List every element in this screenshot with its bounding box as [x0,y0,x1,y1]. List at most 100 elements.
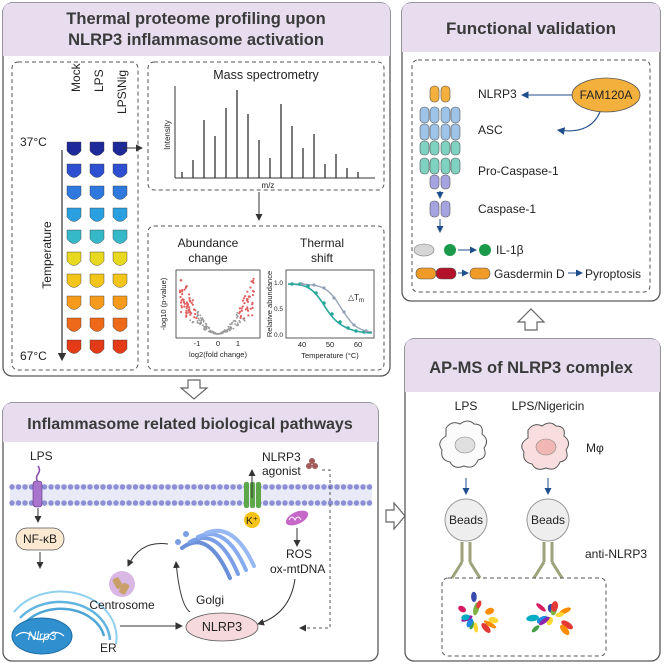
lipid-head-bottom [366,500,373,506]
lipid-head-bottom [80,500,87,506]
antibody-lps-nig [532,542,564,579]
volcano-tick-1: -1 [194,339,201,348]
lipid-head-top [269,484,275,490]
volcano-point [204,326,207,329]
lipid-head-top [204,484,210,490]
volcano-point [238,307,241,310]
volcano-point [247,295,250,298]
lipid-head-bottom [145,500,152,506]
flow-arrow-down [179,379,209,400]
gsdmd-cleaved [469,267,491,280]
tlr4-receptor [32,480,43,508]
volcano-point [239,316,242,319]
melt-ylabel: Relative abundance [265,271,274,337]
volcano-point [185,309,188,312]
volcano-point [228,329,231,332]
lipid-head-top [139,484,145,490]
volcano-point [178,291,182,294]
lipid-head-top [61,484,67,490]
volcano-point [200,319,202,322]
volcano-point [196,321,199,324]
lipid-head-top [9,484,15,490]
volcano-point [189,313,192,316]
lipid-head-top [275,484,282,490]
validation-pyro: Pyroptosis [585,267,641,281]
lipid-head-bottom [22,500,28,506]
volcano-point [188,297,191,300]
volcano-point [238,319,241,322]
protein-blob [551,601,559,612]
volcano-point [183,288,186,291]
melt-xlabel: Temperature (°C) [301,351,359,360]
volcano-point [217,333,220,335]
lipid-head-bottom [347,500,353,506]
lipid-head-top [41,484,48,490]
protein-blob [476,600,482,609]
volcano-point [202,320,205,322]
lipid-head-bottom [197,500,204,506]
mitochondria-icon [285,510,309,526]
apms-lps: LPS [455,399,478,413]
lipid-head-top [321,484,327,490]
lipid-head-top [100,484,106,490]
apms-beads2: Beads [531,513,565,527]
lipid-head-top [262,484,269,490]
volcano-point [185,311,188,314]
lipid-head-bottom [269,500,275,506]
thermal-title-1: Thermal [300,236,344,250]
lipid-head-top [54,484,61,490]
protein-blob [466,618,474,628]
lipid-head-bottom [158,500,165,506]
melt-ytick-1: 0.0 [274,332,283,339]
pathway-nfkb: NF-κB [23,532,57,546]
volcano-point [230,322,233,325]
lipid-head-top [230,484,236,490]
protein-blob [561,620,573,630]
volcano-point [238,312,241,315]
protein-blob [458,605,466,613]
volcano-point [203,325,205,328]
ms-ylabel: Intensity [163,120,172,150]
sample-tube [89,273,105,288]
lipid-head-bottom [184,500,191,506]
il1b-node [479,244,491,256]
lipid-head-bottom [48,500,54,506]
panel-pathways: Inflammasome related biological pathways… [2,402,379,662]
volcano-point [236,322,239,324]
volcano-point [183,305,186,308]
melt-xtick-1: 40 [298,340,306,349]
volcano-point [240,307,243,310]
lipid-head-bottom [126,500,132,506]
volcano-point [241,299,245,302]
lipid-head-top [171,484,178,490]
lipid-head-top [15,484,22,490]
lipid-head-top [236,484,243,490]
volcano-point [205,328,208,330]
volcano-point [229,323,232,326]
lipid-head-top [119,484,126,490]
sample-tube [66,339,82,354]
delta-tm-label: △Tm [348,293,364,304]
lipid-head-top [360,484,366,490]
tube-grid [66,141,128,354]
volcano-point [197,310,200,313]
volcano-point [180,306,183,309]
volcano-point [243,302,246,305]
volcano-point [235,313,238,316]
lipid-head-top [308,484,314,490]
volcano-point [251,303,254,306]
lipid-head-bottom [288,500,295,506]
validation-nlrp3: NLRP3 [478,87,517,101]
volcano-point [202,324,204,326]
temp-axis-label: Temperature [40,221,54,289]
volcano-point [239,314,243,318]
volcano-point [242,297,246,300]
nlrp3-domain-right [440,85,451,103]
volcano-points [178,277,255,335]
lipid-head-bottom [100,500,106,506]
protein-complexes [458,591,573,636]
sample-tube [112,339,128,354]
lipid-head-top [178,484,184,490]
melt-point [354,329,358,333]
volcano-point [196,315,199,318]
